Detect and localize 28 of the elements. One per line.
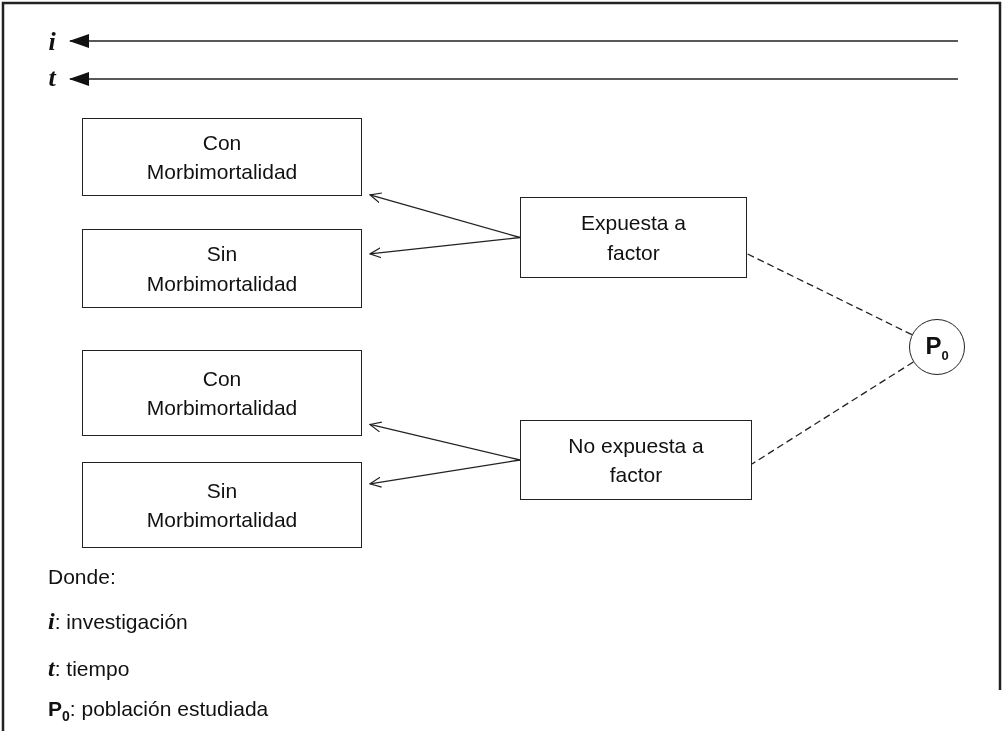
variable-label: t: [38, 62, 66, 94]
group-box: [520, 420, 752, 500]
outcome-box: [82, 462, 362, 548]
legend-entry: P$_{0}$: población estudiada: [48, 697, 269, 725]
node-text: P$_{0}$: [925, 331, 949, 365]
arrow: [69, 72, 959, 86]
legend-heading: Donde:: [48, 565, 116, 589]
node-text: Con Morbimortalidad: [145, 129, 299, 185]
group-box: [520, 197, 747, 278]
population-circle: [909, 319, 965, 375]
outcome-box: [82, 118, 362, 196]
arrow: [369, 421, 521, 461]
outcome-box: [82, 350, 362, 436]
node-text: Sin Morbimortalidad: [145, 477, 299, 533]
node-text: Sin Morbimortalidad: [145, 241, 299, 297]
outcome-box: [82, 229, 362, 308]
arrow: [369, 459, 521, 488]
legend-entry: i: investigación: [48, 608, 188, 635]
legend-entry: t: tiempo: [48, 655, 130, 682]
variable-label: i: [38, 27, 66, 57]
node-text: No expuesta a factor: [567, 432, 705, 488]
node-text: Expuesta a factor: [579, 210, 688, 266]
dashed-line: [746, 253, 913, 336]
arrow: [369, 192, 521, 239]
arrow: [69, 34, 959, 48]
node-text: Con Morbimortalidad: [145, 365, 299, 421]
dashed-line: [751, 361, 914, 465]
arrow: [369, 236, 521, 259]
